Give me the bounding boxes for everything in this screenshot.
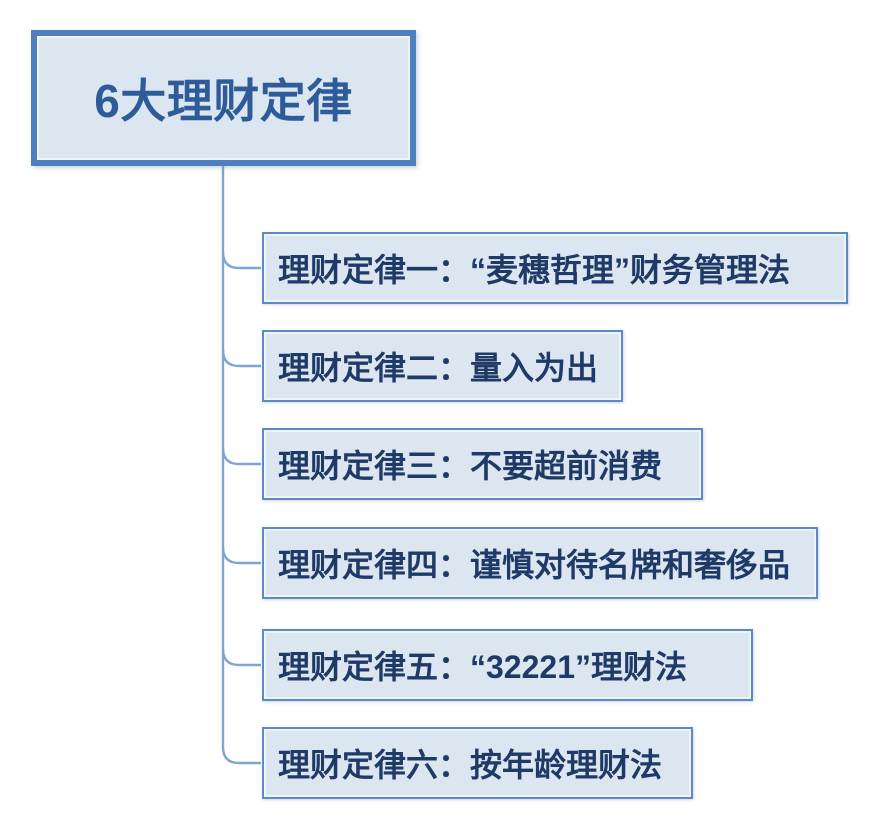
child-node-rule-6[interactable]: 理财定律六：按年龄理财法: [262, 727, 693, 799]
child-node-rule-1[interactable]: 理财定律一：“麦穗哲理”财务管理法: [262, 232, 848, 304]
child-node-label: 理财定律二：量入为出: [278, 350, 599, 386]
root-node-label: 6大理财定律: [94, 75, 353, 127]
root-node[interactable]: 6大理财定律: [31, 30, 416, 166]
child-node-rule-5[interactable]: 理财定律五：“32221”理财法: [262, 629, 753, 701]
connector-branch-2: [221, 349, 261, 368]
connector-branch-5: [221, 648, 261, 667]
child-node-label: 理财定律一：“麦穗哲理”财务管理法: [278, 252, 791, 288]
child-node-label: 理财定律四：谨慎对待名牌和奢侈品: [278, 547, 791, 583]
child-node-label: 理财定律五：“32221”理财法: [278, 649, 687, 685]
child-node-rule-2[interactable]: 理财定律二：量入为出: [262, 330, 623, 402]
connector-branch-4: [221, 546, 261, 565]
connector-trunk-and-branch-6: [221, 166, 261, 765]
connector-branch-1: [221, 251, 261, 270]
child-node-label: 理财定律六：按年龄理财法: [278, 747, 663, 783]
child-node-rule-3[interactable]: 理财定律三：不要超前消费: [262, 428, 703, 500]
child-node-rule-4[interactable]: 理财定律四：谨慎对待名牌和奢侈品: [262, 527, 818, 599]
child-node-label: 理财定律三：不要超前消费: [278, 448, 663, 484]
connector-branch-3: [221, 447, 261, 466]
